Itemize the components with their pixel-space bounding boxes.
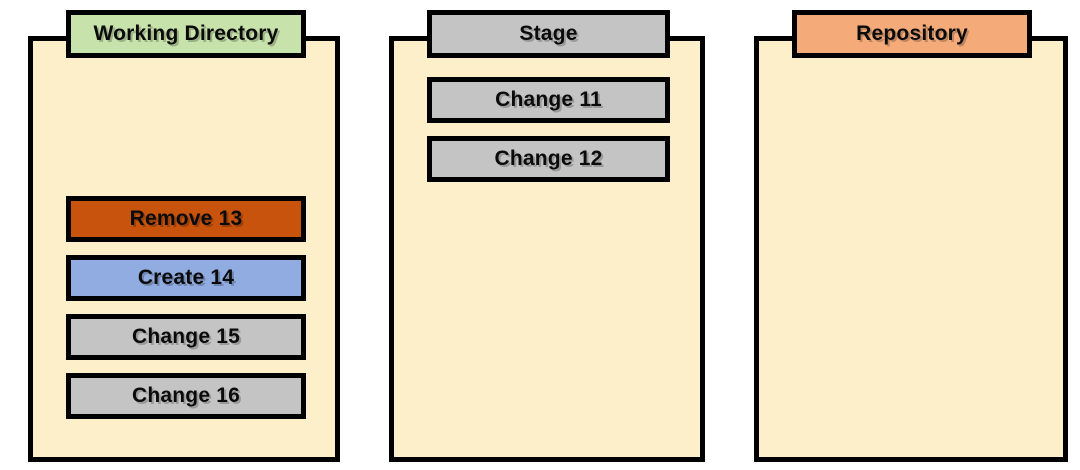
- item-change-16-label: Change 16: [132, 384, 240, 407]
- item-change-16[interactable]: Change 16: [66, 373, 306, 419]
- header-stage[interactable]: Stage: [427, 10, 670, 58]
- item-change-12[interactable]: Change 12: [427, 136, 670, 182]
- item-create-14-label: Create 14: [137, 266, 235, 289]
- header-stage-label: Stage: [519, 22, 578, 45]
- item-change-11[interactable]: Change 11: [427, 77, 670, 123]
- item-remove-13[interactable]: Remove 13: [66, 196, 306, 242]
- header-repository-label: Repository: [856, 22, 968, 45]
- panel-repository: [754, 36, 1068, 462]
- item-create-14[interactable]: Create 14: [66, 255, 306, 301]
- item-change-15-label: Change 15: [132, 325, 240, 348]
- item-change-15[interactable]: Change 15: [66, 314, 306, 360]
- header-working-directory-label: Working Directory: [93, 22, 279, 45]
- item-change-12-label: Change 12: [494, 147, 603, 170]
- header-working-directory[interactable]: Working Directory: [66, 10, 306, 58]
- item-change-11-label: Change 11: [495, 88, 602, 111]
- item-remove-13-label: Remove 13: [129, 207, 243, 230]
- header-repository[interactable]: Repository: [792, 10, 1032, 58]
